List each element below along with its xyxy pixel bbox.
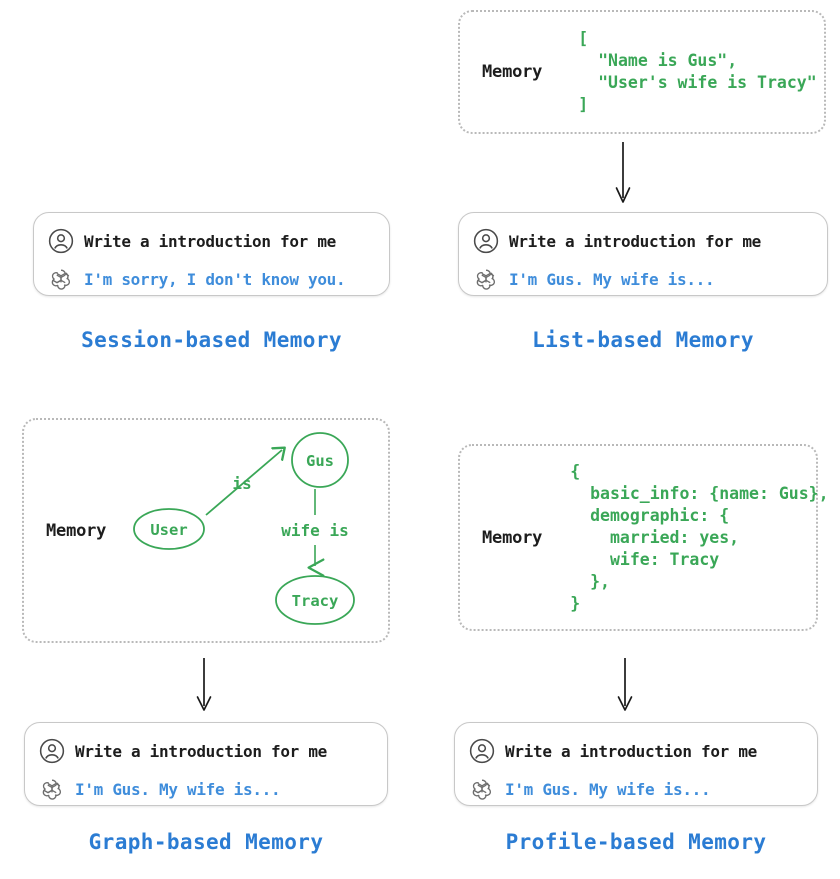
chat-bot-text: I'm Gus. My wife is... — [505, 779, 711, 799]
openai-logo-icon — [51, 269, 71, 290]
memory-code-profile: { basic_info: {name: Gus}, demographic: … — [570, 461, 829, 613]
chat-row-bot: I'm Gus. My wife is... — [39, 774, 371, 804]
chat-bubble-profile[interactable]: Write a introduction for me — [454, 722, 818, 806]
flow-arrow-profile — [617, 658, 633, 711]
memory-box-list: Memory [ "Name is Gus", "User's wife is … — [458, 10, 826, 134]
memory-code-list: [ "Name is Gus", "User's wife is Tracy" … — [578, 29, 817, 114]
memory-box-graph: Memory — [22, 418, 390, 643]
chat-bot-text: I'm sorry, I don't know you. — [84, 269, 346, 289]
chat-bubble-graph[interactable]: Write a introduction for me — [24, 722, 388, 806]
chat-row-user: Write a introduction for me — [48, 226, 373, 256]
chat-bubble-session[interactable]: Write a introduction for me — [33, 212, 390, 296]
chat-row-bot: I'm Gus. My wife is... — [473, 264, 811, 294]
openai-logo-icon — [42, 779, 62, 800]
user-circle-icon — [48, 228, 74, 254]
caption-profile: Profile-based Memory — [505, 830, 767, 854]
chat-user-text: Write a introduction for me — [505, 741, 757, 761]
user-circle-icon — [469, 738, 495, 764]
memory-label: Memory — [482, 527, 543, 548]
chat-bot-text: I'm Gus. My wife is... — [509, 269, 715, 289]
memory-label: Memory — [482, 62, 543, 82]
caption-list: List-based Memory — [532, 328, 754, 352]
chat-user-text: Write a introduction for me — [75, 741, 327, 761]
memory-label: Memory — [46, 520, 107, 541]
caption-graph: Graph-based Memory — [88, 830, 324, 854]
chat-row-user: Write a introduction for me — [39, 736, 371, 766]
user-circle-icon — [39, 738, 65, 764]
flow-arrow-graph — [196, 658, 212, 711]
flow-arrow-list — [615, 142, 631, 203]
chat-row-bot: I'm sorry, I don't know you. — [48, 264, 373, 294]
openai-logo-icon — [472, 779, 492, 800]
chat-bubble-list[interactable]: Write a introduction for me — [458, 212, 828, 296]
memory-box-profile: Memory { basic_info: {name: Gus}, demogr… — [458, 444, 829, 631]
caption-session: Session-based Memory — [81, 328, 342, 352]
chat-row-bot: I'm Gus. My wife is... — [469, 774, 801, 804]
chat-user-text: Write a introduction for me — [509, 231, 761, 251]
user-circle-icon — [473, 228, 499, 254]
chat-row-user: Write a introduction for me — [473, 226, 811, 256]
openai-logo-icon — [476, 269, 496, 290]
chat-row-user: Write a introduction for me — [469, 736, 801, 766]
chat-bot-text: I'm Gus. My wife is... — [75, 779, 281, 799]
chat-user-text: Write a introduction for me — [84, 231, 336, 251]
